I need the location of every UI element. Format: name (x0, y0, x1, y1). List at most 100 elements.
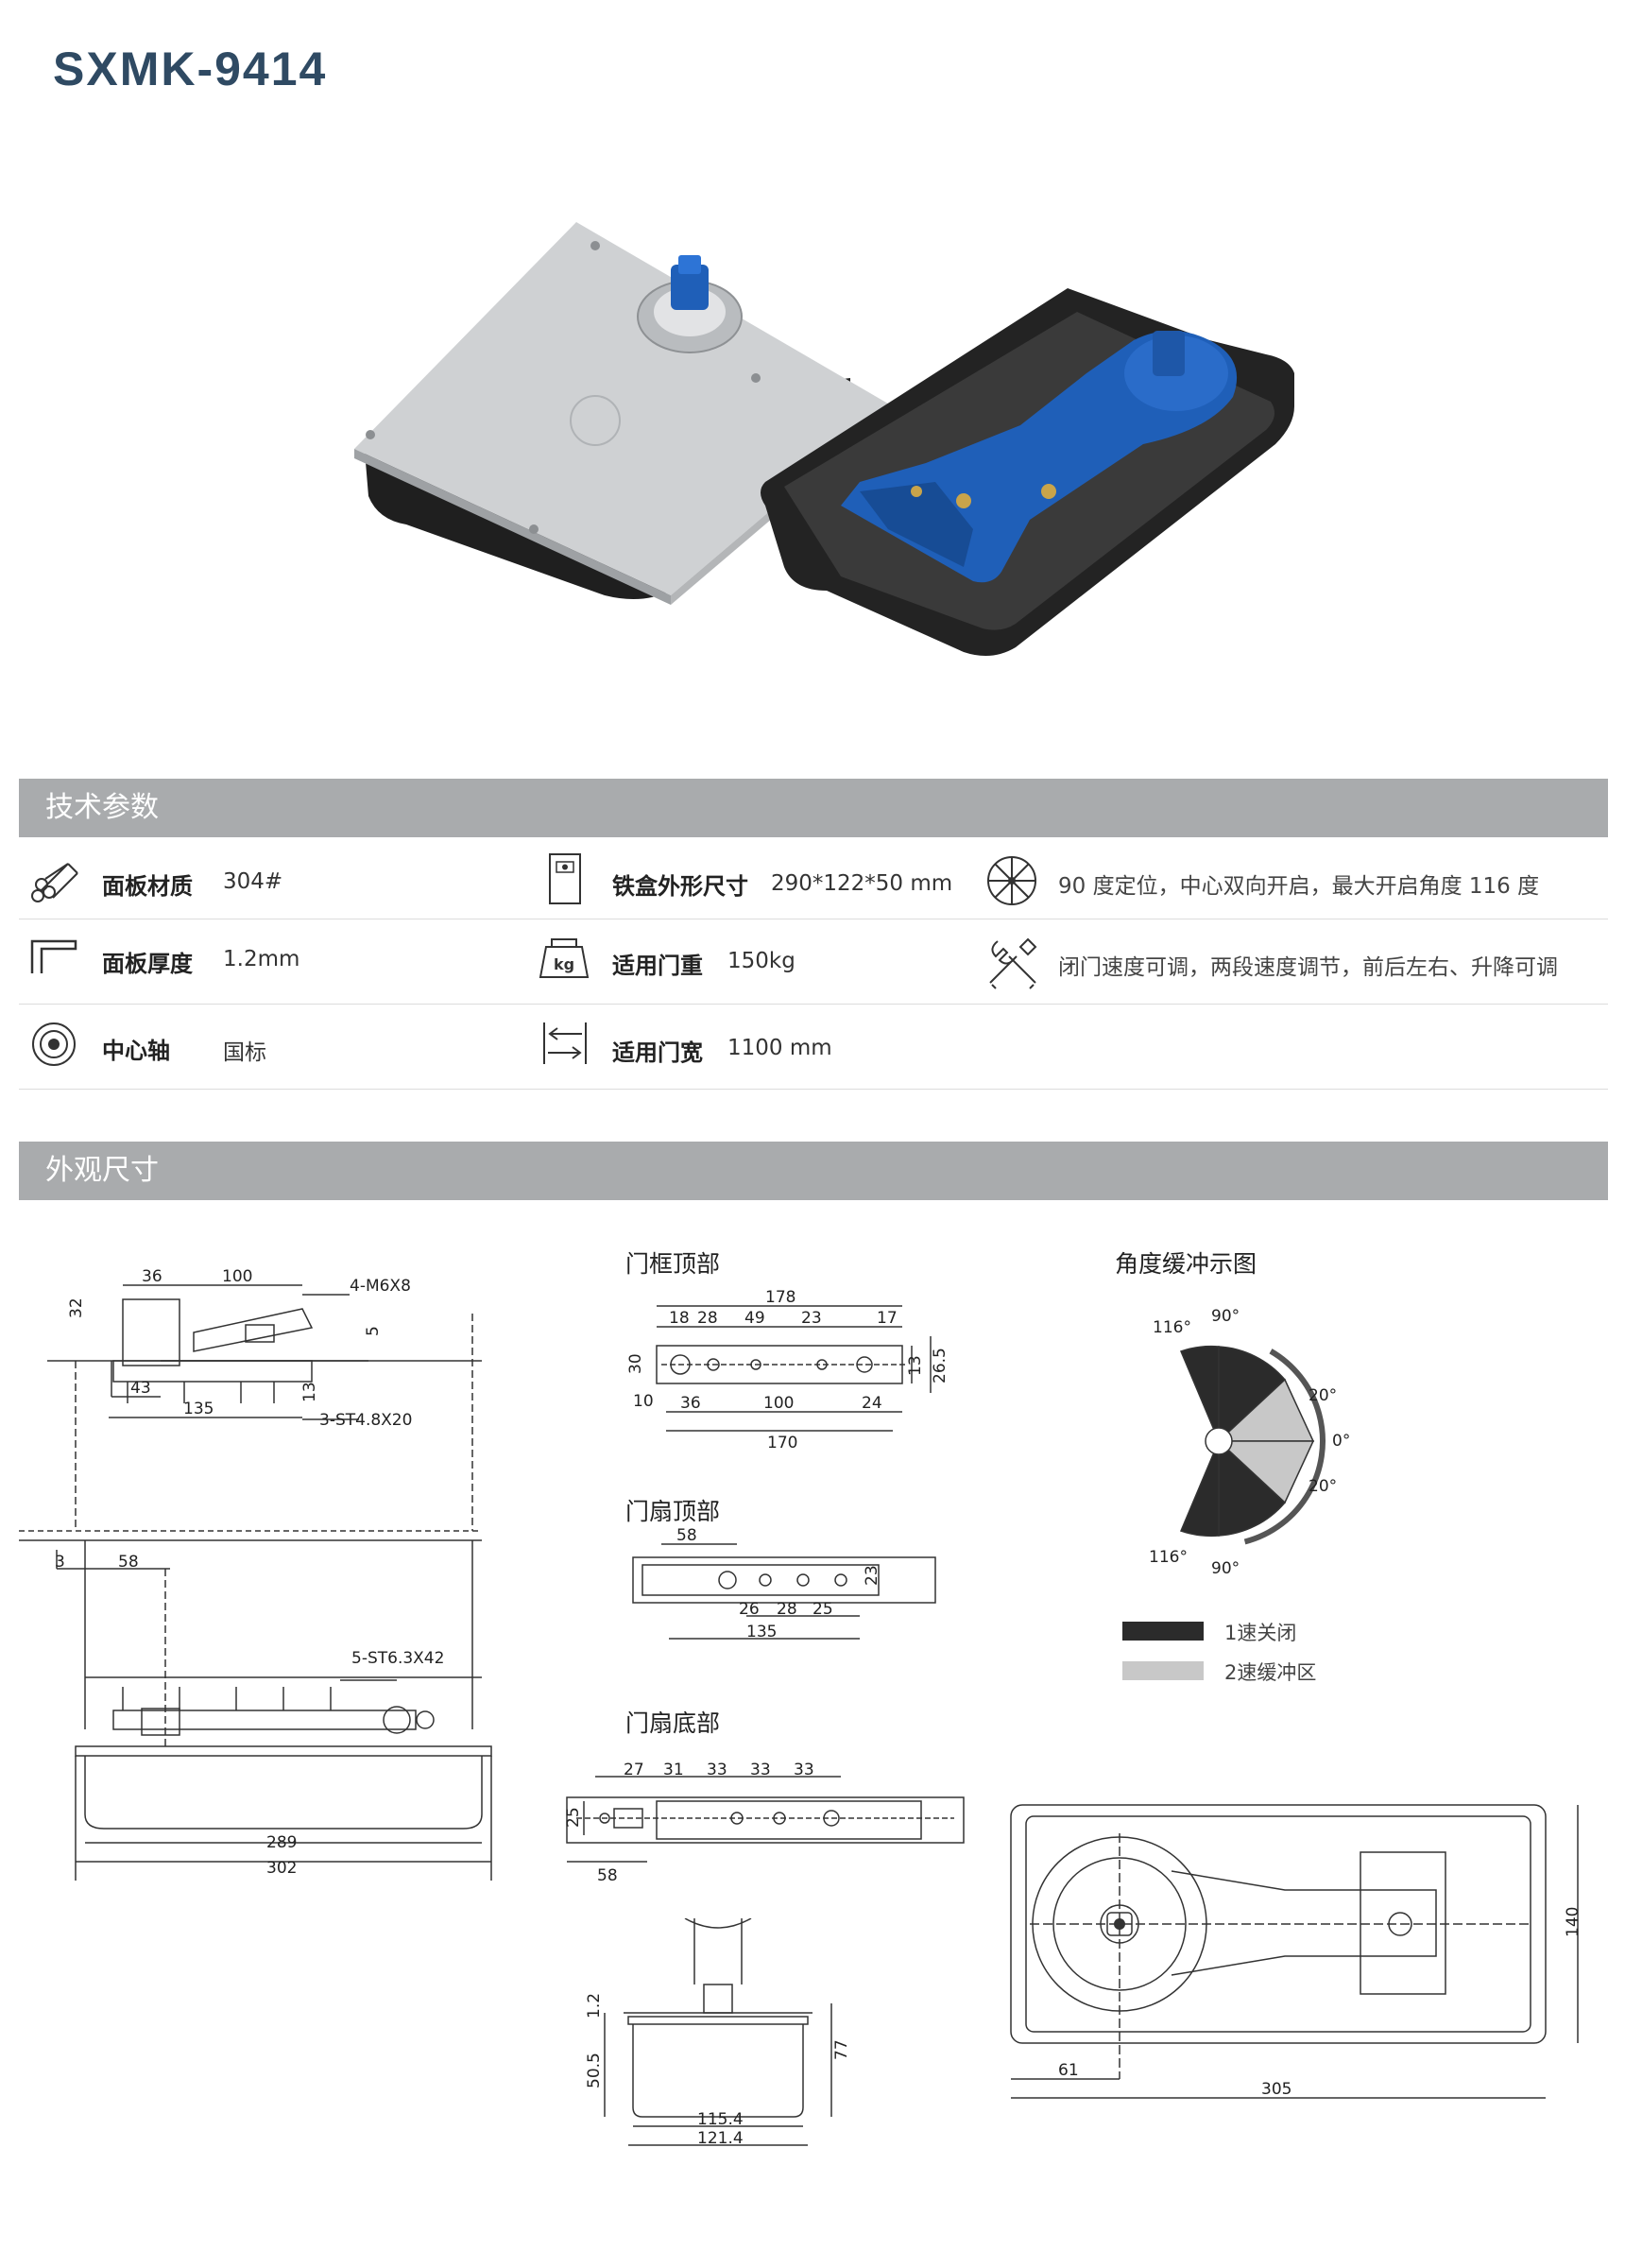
dim-28: 28 (777, 1600, 797, 1619)
dim-135: 135 (746, 1623, 777, 1641)
plan-view-drawing: 140 61 305 (1010, 1804, 1582, 2099)
leaf-bottom-title: 门扇底部 (625, 1710, 721, 1737)
dim-121-4: 121.4 (697, 2129, 744, 2148)
dim-61: 61 (1058, 2061, 1079, 2080)
feature-angle-text: 90 度定位，中心双向开启，最大开启角度 116 度 (1058, 874, 1540, 899)
dim-43: 43 (130, 1379, 151, 1398)
angle-wheel-icon (987, 856, 1036, 905)
product-image (354, 222, 1294, 656)
leaf-top-drawing: 58 23 26 28 25 135 (632, 1526, 936, 1641)
screw-st6-3x42: 5-ST6.3X42 (351, 1649, 444, 1668)
dim-33b: 33 (750, 1761, 771, 1779)
panel-thickness-label: 面板厚度 (102, 951, 193, 977)
dim-25: 25 (812, 1600, 833, 1619)
dim-135: 135 (183, 1400, 214, 1418)
dim-100: 100 (222, 1267, 252, 1286)
center-axis-value: 国标 (223, 1040, 266, 1065)
door-weight-value: 150kg (727, 949, 795, 973)
box-icon (549, 853, 581, 904)
dim-178: 178 (765, 1289, 795, 1307)
dim-140: 140 (1564, 1907, 1582, 1937)
dim-30: 30 (626, 1353, 645, 1374)
dim-32: 32 (67, 1297, 86, 1318)
dim-33c: 33 (794, 1761, 814, 1779)
angle-20-top: 20° (1309, 1386, 1337, 1405)
dimensions-section-header: 外观尺寸 (19, 1142, 1608, 1200)
dim-10: 10 (633, 1392, 654, 1411)
screw-m6x8: 4-M6X8 (350, 1277, 411, 1296)
angle-20-bottom: 20° (1309, 1477, 1337, 1496)
leaf-bottom-drawing: 27 31 33 33 33 25 58 (564, 1761, 965, 1885)
feature-adjust-text: 闭门速度可调，两段速度调节，前后左右、升降可调 (1058, 955, 1558, 980)
tech-spec-title: 技术参数 (45, 791, 159, 824)
dim-77: 77 (832, 2039, 851, 2060)
dim-23: 23 (801, 1309, 822, 1328)
angle-116-bottom: 116° (1149, 1548, 1188, 1567)
dim-115-4: 115.4 (697, 2110, 744, 2129)
dim-36: 36 (142, 1267, 162, 1286)
dim-27: 27 (624, 1761, 644, 1779)
dim-58: 58 (676, 1526, 697, 1545)
panel-thickness-value: 1.2mm (223, 947, 300, 971)
door-weight-label: 适用门重 (612, 953, 703, 979)
model-title: SXMK-9414 (53, 43, 328, 95)
frame-top-drawing: 178 18 28 49 23 17 30 10 13 26.5 36 100 … (626, 1289, 949, 1452)
weight-kg-icon: kg (539, 938, 590, 978)
material-rods-icon (31, 863, 78, 902)
door-width-label: 适用门宽 (612, 1040, 703, 1066)
angle-116-top: 116° (1153, 1318, 1191, 1337)
dim-33a: 33 (707, 1761, 727, 1779)
angle-buffer-diagram: 90° 116° 20° 0° 20° 116° 90° (1134, 1307, 1350, 1578)
dim-50-5: 50.5 (586, 2053, 604, 2088)
dim-5: 5 (364, 1326, 383, 1336)
dim-58: 58 (597, 1866, 618, 1885)
spec-row-divider (19, 1004, 1608, 1005)
thickness-icon (30, 939, 77, 973)
side-elevation-drawing: 36 100 4-M6X8 32 5 43 135 13 3-ST4.8X20 … (19, 1267, 492, 1881)
dim-23: 23 (863, 1565, 881, 1586)
tech-spec-section-header: 技术参数 (19, 779, 1608, 837)
screw-st4-8x20: 3-ST4.8X20 (319, 1411, 412, 1430)
dim-13: 13 (300, 1382, 319, 1402)
section-view-drawing: 1.2 50.5 77 115.4 121.4 (586, 1918, 851, 2148)
dim-170: 170 (767, 1434, 797, 1452)
open-floor-spring-image (761, 288, 1294, 656)
dim-3: 3 (55, 1553, 65, 1572)
spec-row-divider (19, 1089, 1608, 1090)
dim-26: 26 (739, 1600, 760, 1619)
panel-material-label: 面板材质 (102, 873, 193, 900)
legend-label-close: 1速关闭 (1224, 1622, 1297, 1644)
dim-18: 18 (669, 1309, 690, 1328)
center-axis-label: 中心轴 (102, 1038, 170, 1064)
dim-302: 302 (266, 1859, 297, 1878)
angle-90-top: 90° (1211, 1307, 1240, 1326)
dim-17: 17 (877, 1309, 898, 1328)
width-arrows-icon (543, 1022, 587, 1064)
dim-31: 31 (663, 1761, 684, 1779)
dim-25: 25 (564, 1807, 583, 1828)
panel-material-value: 304# (223, 869, 283, 894)
closed-floor-spring-image (354, 222, 893, 605)
dimensions-title: 外观尺寸 (45, 1154, 159, 1187)
legend-label-buffer: 2速缓冲区 (1224, 1661, 1317, 1684)
dim-100b: 100 (763, 1394, 794, 1413)
frame-top-title: 门框顶部 (625, 1250, 721, 1278)
dim-26-5: 26.5 (931, 1348, 949, 1383)
box-size-label: 铁盒外形尺寸 (612, 873, 748, 900)
svg-text:kg: kg (554, 955, 574, 973)
axis-icon (32, 1022, 76, 1066)
dim-13b: 13 (906, 1355, 925, 1376)
angle-diagram-title: 角度缓冲示图 (1115, 1250, 1257, 1278)
dim-49: 49 (744, 1309, 765, 1328)
leaf-top-title: 门扇顶部 (625, 1498, 721, 1525)
angle-90-bottom: 90° (1211, 1559, 1240, 1578)
dim-1-2: 1.2 (586, 1993, 604, 2019)
dim-305: 305 (1261, 2080, 1291, 2099)
legend-swatch-buffer (1122, 1661, 1204, 1680)
dim-28: 28 (697, 1309, 718, 1328)
door-width-value: 1100 mm (727, 1036, 832, 1060)
box-size-value: 290*122*50 mm (771, 871, 953, 896)
dim-36b: 36 (680, 1394, 701, 1413)
tools-icon (989, 937, 1037, 989)
legend-swatch-close (1122, 1622, 1204, 1641)
